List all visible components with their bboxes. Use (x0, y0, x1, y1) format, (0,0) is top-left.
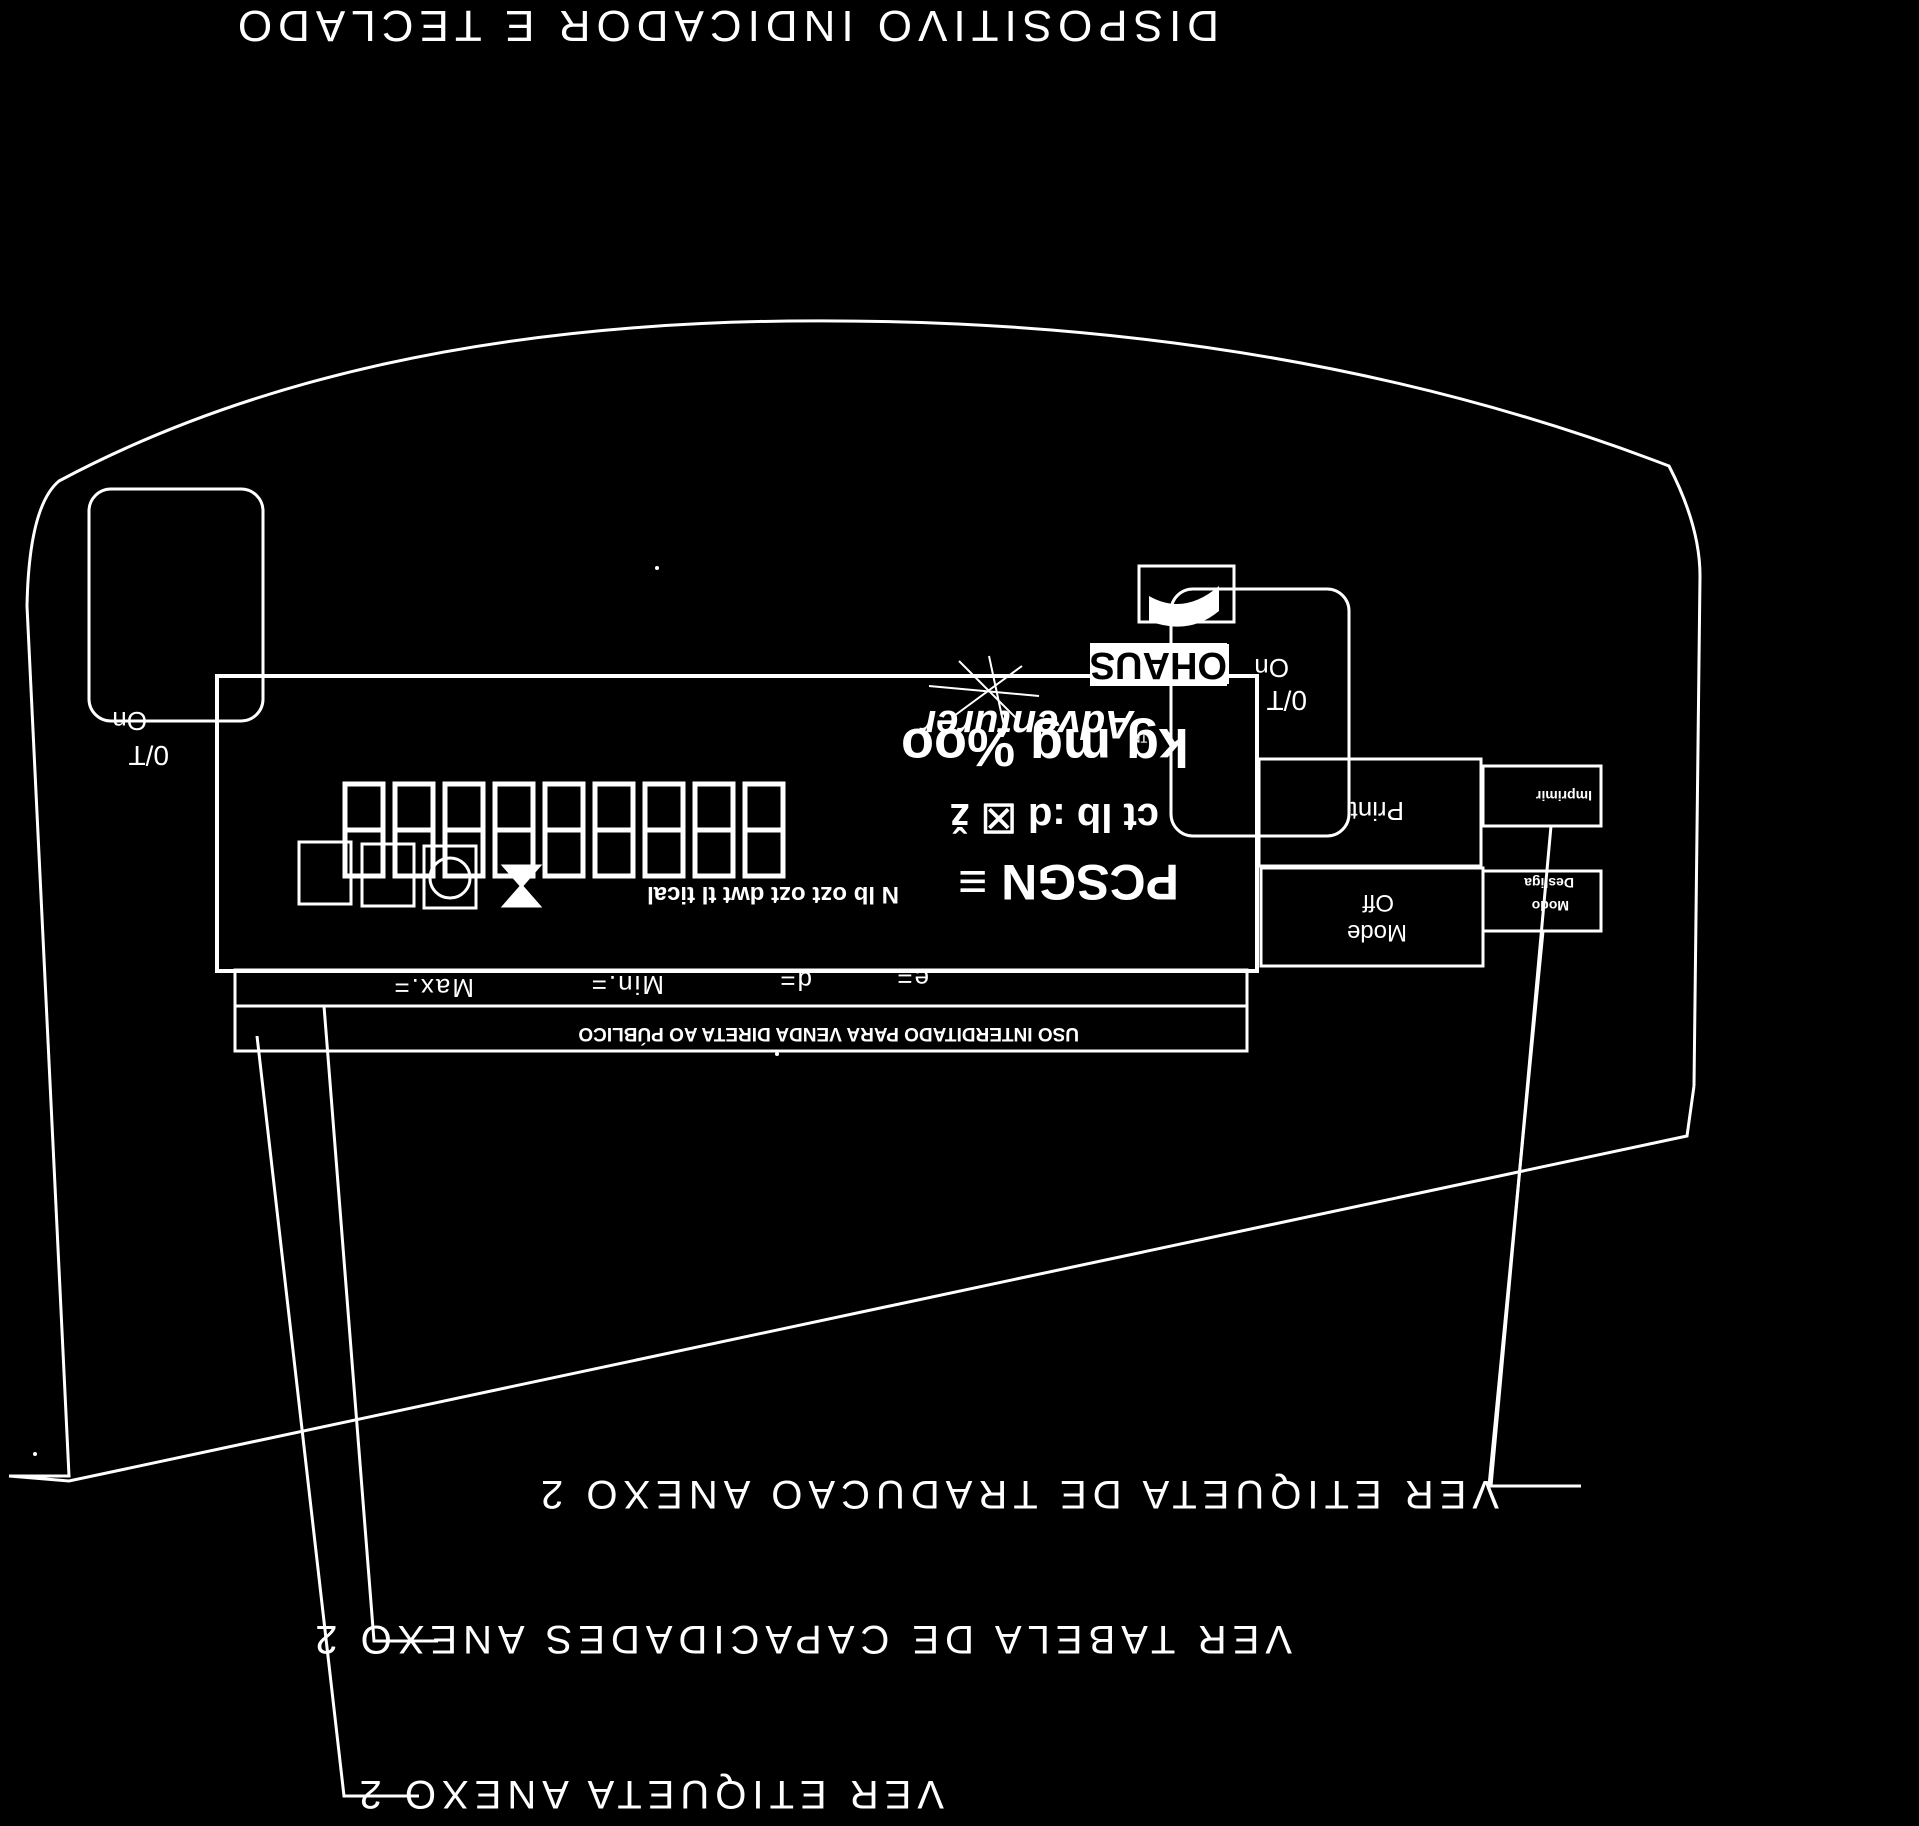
print-label-frame (1481, 764, 1603, 828)
speck (33, 1452, 37, 1456)
display-units-row2: ct lb :d ☒ ž (949, 795, 1159, 839)
print-key-frame (1257, 757, 1483, 868)
leader-translation (1489, 825, 1581, 1488)
display-units-row1: kg mg %oo (900, 717, 1189, 777)
leader-capacity (322, 1005, 438, 1643)
dots-icon (360, 842, 416, 908)
hourglass-icon (500, 864, 543, 908)
annunciator-icons (297, 840, 543, 910)
callout-capacity: VER TABELA DE CAPACIDADES ANEXO 2 (309, 1617, 1292, 1661)
print-side-label: Imprimir (1535, 788, 1592, 804)
sparkle-icon (928, 655, 1040, 727)
capacity-frame (233, 968, 1249, 1008)
mode-key-line2[interactable]: Mode (1346, 919, 1407, 946)
callout-translation: VER ETIQUETA DE TRADUCAO ANEXO 2 (534, 1472, 1499, 1516)
left-key-bottom[interactable]: 0/T (128, 740, 169, 771)
mode-label-line2: Modo (1531, 898, 1569, 914)
housing-base (8, 1085, 1696, 1483)
warning-text: USO INTERDITADO PARA VENDA DIRETA AO PÚB… (578, 1023, 1079, 1044)
mode-label-line1: Desliga (1524, 875, 1574, 891)
callout-label: VER ETIQUETA ANEXO 2 (353, 1772, 944, 1816)
housing-outline (9, 319, 1702, 1478)
diagram-title: DISPOSITIVO INDICADOR E TECLADO (231, 1, 1219, 50)
wave-icon (297, 840, 353, 906)
capacity-min: Min.= (589, 970, 664, 1000)
key-frame-2 (87, 487, 265, 723)
leader-translation-2 (1487, 930, 1545, 1487)
display-units-row3: PCSGN ≡ (958, 854, 1179, 910)
right-key-bottom[interactable]: 0/T (1266, 685, 1307, 716)
speck (655, 566, 659, 570)
mode-key-line1[interactable]: Off (1362, 889, 1394, 916)
capacity-e: e= (895, 964, 929, 994)
left-key-top[interactable]: On (112, 706, 147, 736)
speck (775, 1052, 779, 1056)
target-icon (422, 844, 478, 910)
mode-key-frame (1259, 866, 1485, 968)
leader-label (255, 1035, 419, 1798)
print-key-label[interactable]: Print (1350, 796, 1404, 826)
display-digits (342, 781, 786, 879)
display-mode-row: N lb ozt ozt dwt tl tical (647, 881, 899, 908)
right-key-top[interactable]: On (1254, 653, 1289, 683)
brand-name: OHAUS (1089, 643, 1227, 686)
capacity-max: Max.= (392, 973, 474, 1003)
capacity-d: d= (778, 966, 812, 996)
